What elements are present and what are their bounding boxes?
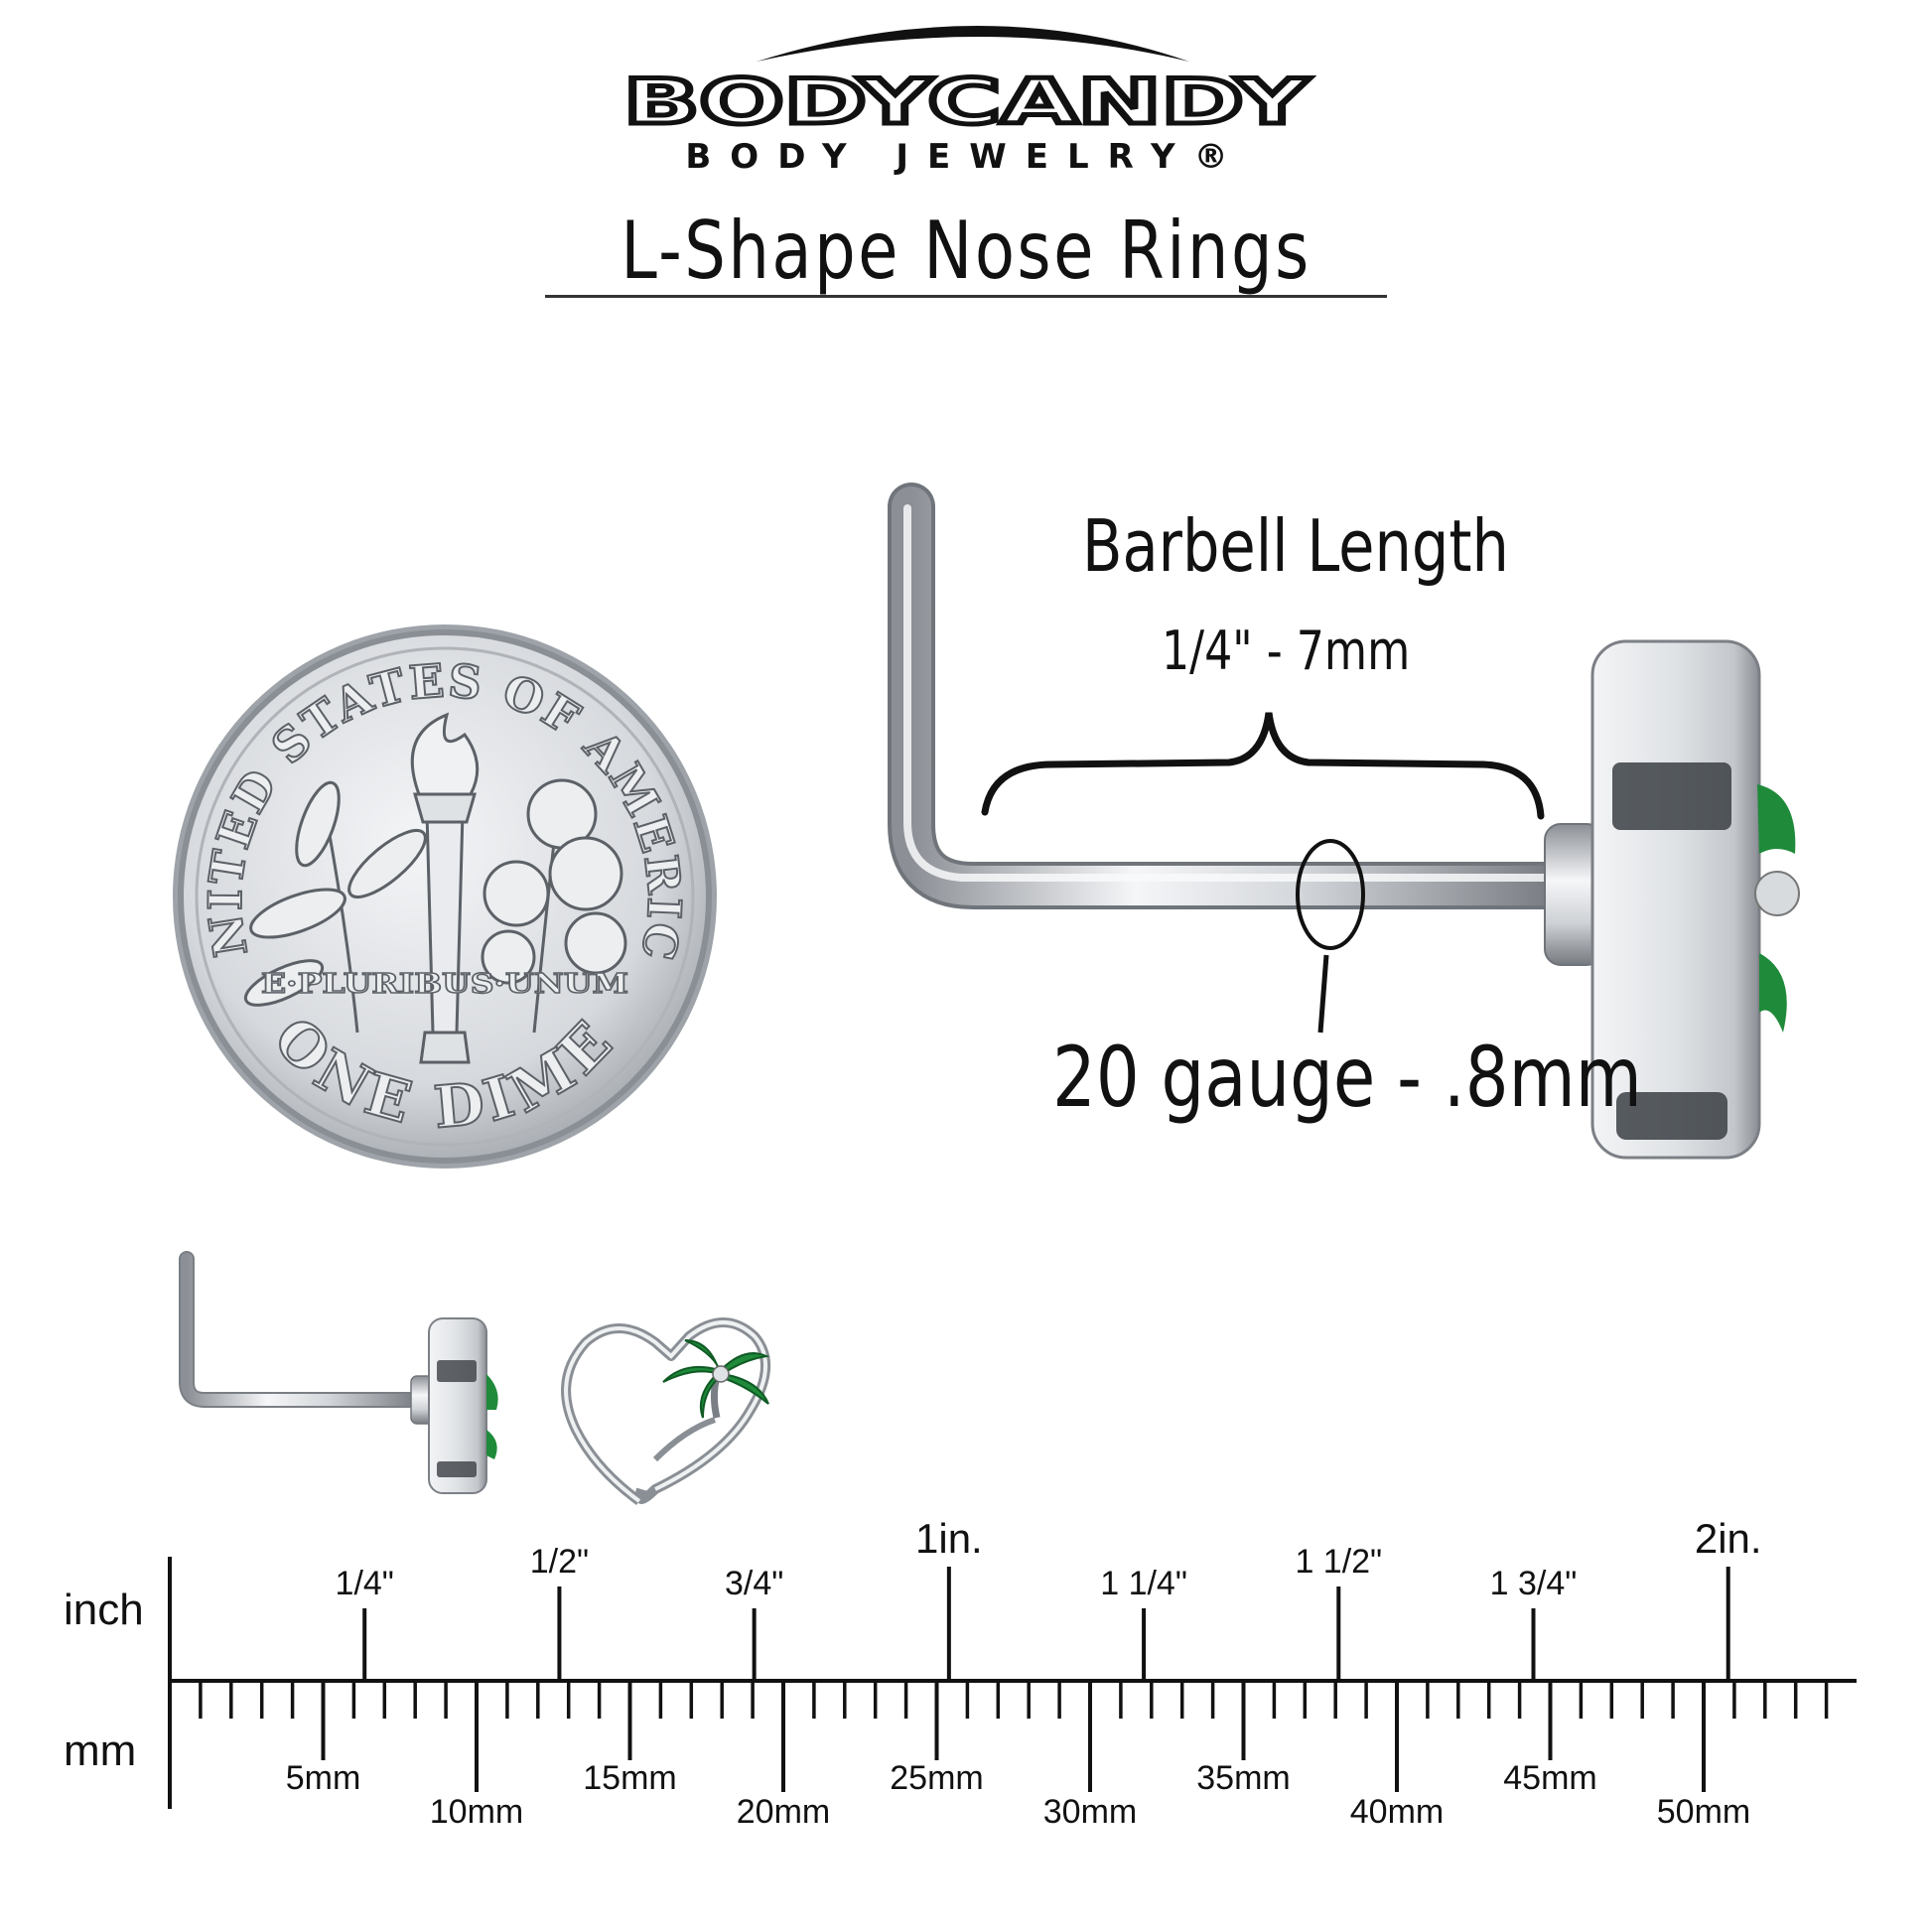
title-underline: [545, 295, 1387, 298]
large-nose-ring: [888, 483, 1800, 1160]
ruler-mm-label: mm: [64, 1726, 136, 1775]
ruler-inch-label-4: 1in.: [915, 1515, 983, 1562]
ruler-mm-ticks: 5mm 10mm 15mm 20mm 25mm 30mm 35mm 40mm 45mm 50mm: [199, 1681, 1829, 1831]
ruler-inch-label: inch: [64, 1586, 144, 1634]
gauge-pointer-line: [1317, 954, 1329, 1034]
dime-coin: UNITED STATES OF AMERICA ONE DIME E·PLUR…: [0, 0, 717, 1169]
green-leaf-detail: [1757, 784, 1796, 854]
ruler-mm-label-20: 20mm: [737, 1793, 830, 1831]
barbell-length-brace: [981, 712, 1545, 820]
ruler-inch-label-1: 1/4": [336, 1565, 394, 1602]
gauge-label: 20 gauge - .8mm: [1052, 1029, 1642, 1126]
ruler-inch-label-7: 1 3/4": [1490, 1565, 1578, 1602]
ruler-mm-label-40: 40mm: [1350, 1793, 1444, 1831]
bodycandy-logo: BODYCANDY: [621, 26, 1312, 139]
ruler-inch-label-3: 3/4": [725, 1565, 783, 1602]
ruler-mm-label-30: 30mm: [1043, 1793, 1137, 1831]
ruler-mm-label-25: 25mm: [890, 1759, 983, 1797]
ruler-mm-label-50: 50mm: [1657, 1793, 1750, 1831]
coin-motto: E·PLURIBUS·UNUM: [261, 969, 628, 1000]
ruler-inch-label-6: 1 1/2": [1295, 1543, 1382, 1581]
gauge-indicator-ellipse: [1296, 839, 1365, 950]
ruler-inch-label-2: 1/2": [530, 1543, 589, 1581]
ruler-mm-label-10: 10mm: [430, 1793, 523, 1831]
page-title: L-Shape Nose Rings: [621, 205, 1311, 297]
ruler-mm-label-5: 5mm: [286, 1759, 361, 1797]
ruler-inch-ticks: 1/4" 1/2" 3/4" 1in. 1 1/4" 1 1/2" 1 3/4" 2in.: [336, 1515, 1762, 1681]
heart-palm-tree-charm: [561, 1317, 770, 1506]
brand-subtitle: BODY JEWELRY®: [685, 137, 1247, 177]
ruler-mm-label-15: 15mm: [583, 1759, 676, 1797]
small-nose-ring: [179, 1251, 498, 1494]
measurement-ruler: inch mm 5mm 10mm 15mm 20mm 25mm 30mm 35mm 40mm 4…: [64, 1515, 1857, 1831]
logo-wordmark: BODYCANDY: [623, 66, 1311, 138]
ruler-mm-label-35: 35mm: [1196, 1759, 1290, 1797]
oak-branch-icon: [481, 778, 627, 1034]
olive-branch-icon: [243, 780, 427, 1034]
barbell-length-label: Barbell Length: [1082, 504, 1509, 588]
barbell-length-value: 1/4" - 7mm: [1162, 620, 1411, 682]
ruler-mm-label-45: 45mm: [1503, 1759, 1596, 1797]
logo-arc: [757, 26, 1189, 62]
ruler-inch-label-5: 1 1/4": [1100, 1565, 1187, 1602]
ruler-inch-label-8: 2in.: [1695, 1515, 1762, 1562]
